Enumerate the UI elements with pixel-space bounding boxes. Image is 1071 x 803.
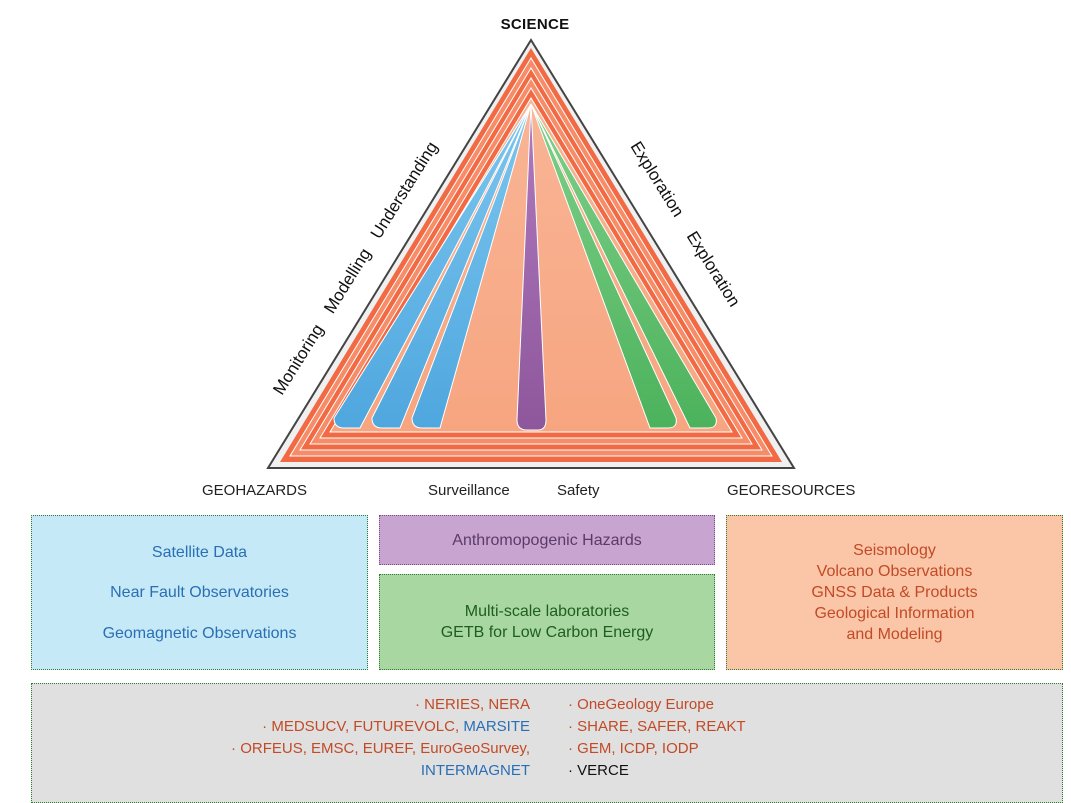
project-row-intermagnet: INTERMAGNET xyxy=(420,762,530,779)
geohazards-label: GEOHAZARDS xyxy=(202,482,308,499)
triangle-diagram: Monitoring Modelling Understanding Explo… xyxy=(266,38,796,469)
multiscale-lab-item: Multi-scale laboratories xyxy=(464,603,630,620)
project-medsucv-text: · MEDSUCV, FUTUREVOLC, xyxy=(262,718,464,735)
laboratories-box: Multi-scale laboratories GETB for Low Ca… xyxy=(379,574,715,670)
satellite-data-item: Satellite Data xyxy=(151,543,248,561)
project-row-orfeus: · ORFEUS, EMSC, EUREF, EuroGeoSurvey, xyxy=(231,740,530,757)
project-row-medsucv: · MEDSUCV, FUTUREVOLC, MARSITE xyxy=(231,716,530,738)
project-row-verce: · VERCE xyxy=(568,762,629,779)
project-row-gem: · GEM, ICDP, IODP xyxy=(568,740,699,757)
anthropogenic-box: Anthromopogenic Hazards xyxy=(379,515,715,565)
purple-ray xyxy=(516,103,547,431)
safety-label: Safety xyxy=(557,482,600,499)
geohazards-box: Satellite Data Near Fault Observatories … xyxy=(31,515,368,670)
projects-right-column: · OneGeology Europe · SHARE, SAFER, REAK… xyxy=(568,694,746,782)
green-ray-2 xyxy=(530,103,677,429)
anthropogenic-item: Anthromopogenic Hazards xyxy=(452,531,642,549)
georesources-box: Seismology Volcano Observations GNSS Dat… xyxy=(726,515,1063,670)
project-row-share: · SHARE, SAFER, REAKT xyxy=(568,718,746,735)
seismology-item: Seismology xyxy=(853,542,936,559)
modeling-item: and Modeling xyxy=(846,626,943,643)
project-row-onegeology: · OneGeology Europe xyxy=(568,696,714,713)
green-ray-1 xyxy=(530,103,717,429)
project-marsite-text: MARSITE xyxy=(463,718,530,735)
project-row-neries: · NERIES, NERA xyxy=(414,696,530,713)
edge-label-exploration-1: Exploration xyxy=(627,138,688,220)
projects-box: · NERIES, NERA · MEDSUCV, FUTUREVOLC, MA… xyxy=(31,683,1063,803)
geological-info-item: Geological Information xyxy=(814,605,975,622)
blue-ray-1 xyxy=(333,103,532,429)
volcano-item: Volcano Observations xyxy=(816,563,973,580)
gnss-item: GNSS Data & Products xyxy=(811,584,978,601)
surveillance-label: Surveillance xyxy=(428,482,510,499)
near-fault-item: Near Fault Observatories xyxy=(110,584,289,601)
geomagnetic-item: Geomagnetic Observations xyxy=(102,624,297,642)
georesources-label: GEORESOURCES xyxy=(727,482,856,499)
getb-item: GETB for Low Carbon Energy xyxy=(440,624,654,641)
projects-left-column: · NERIES, NERA · MEDSUCV, FUTUREVOLC, MA… xyxy=(231,694,530,782)
blue-ray-2 xyxy=(371,103,532,429)
science-label: SCIENCE xyxy=(500,16,570,33)
edge-label-exploration-2: Exploration xyxy=(683,228,744,310)
blue-ray-3 xyxy=(411,103,532,429)
